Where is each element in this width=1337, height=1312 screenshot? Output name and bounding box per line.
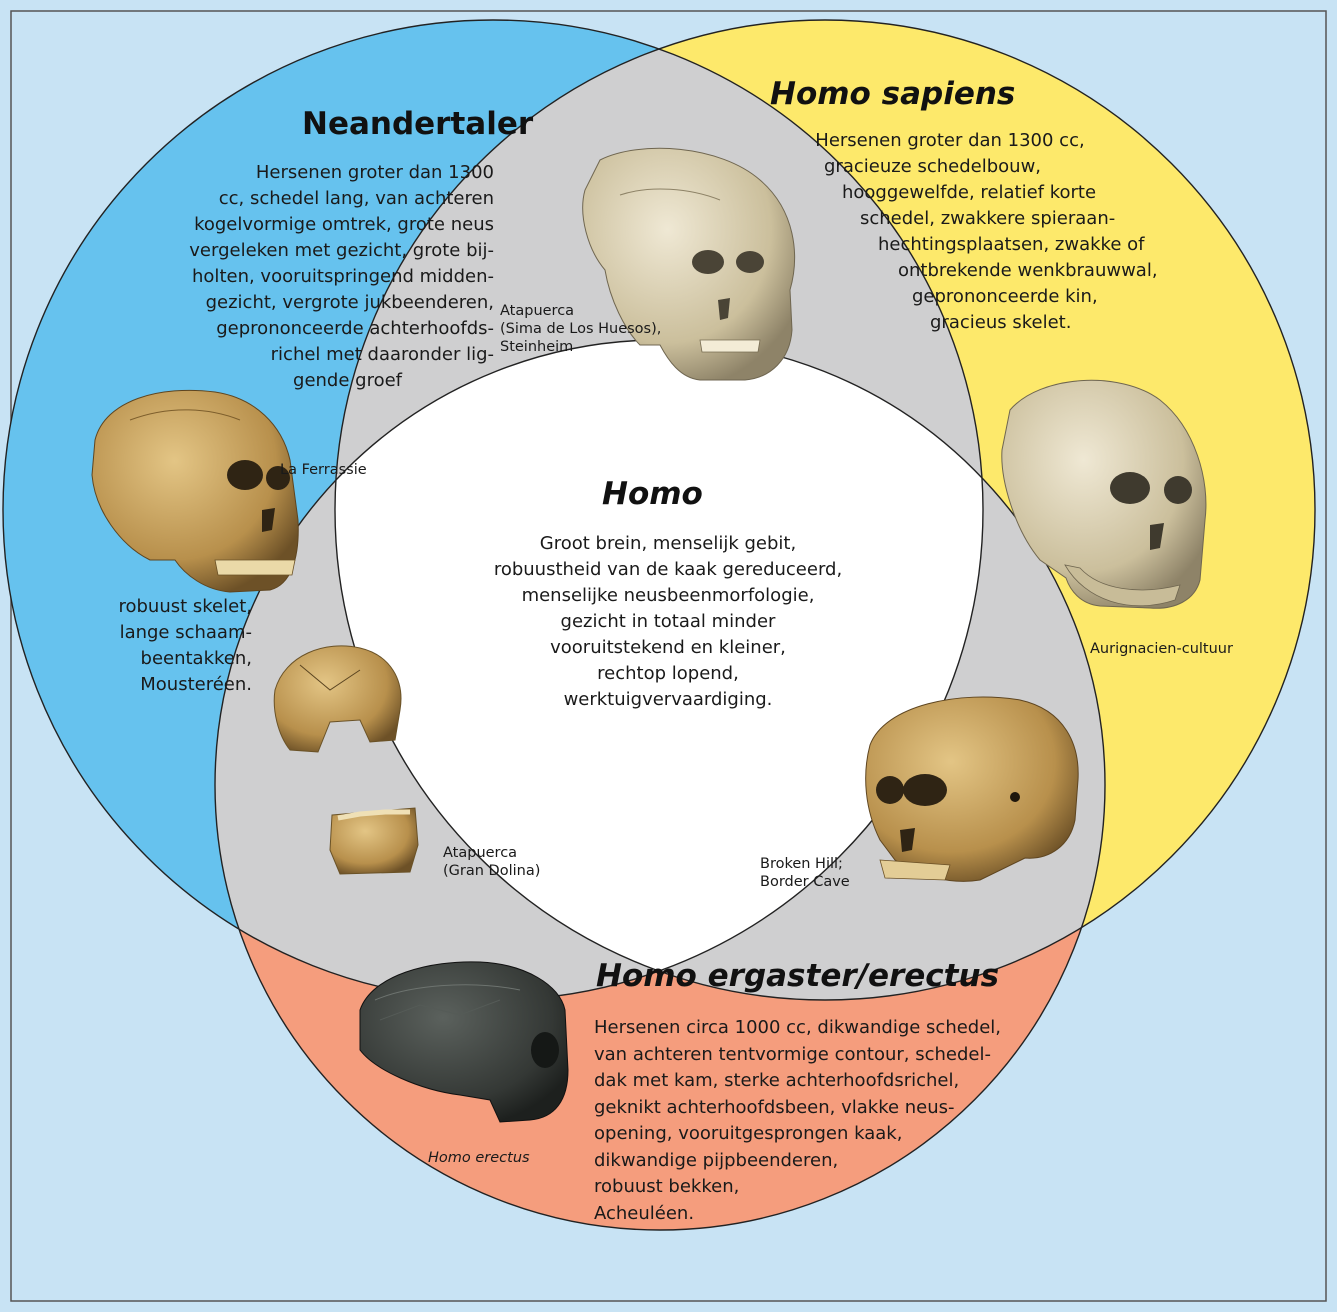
sapiens-title: Homo sapiens [770,76,1015,112]
homo-description: Groot brein, menselijk gebit, robuusthei… [468,531,868,713]
homo-line: vooruitstekend en kleiner, [468,635,868,661]
neandertaler-line: beentakken, [60,646,252,672]
sapiens-line: gracieus skelet. [780,310,1120,336]
neandertaler-line: robuust skelet, [60,594,252,620]
sapiens-line: hechtingsplaatsen, zwakke of [780,232,1120,258]
ergaster-line: Hersenen circa 1000 cc, dikwandige sched… [594,1015,1001,1042]
sapiens-line: schedel, zwakkere spieraan- [780,206,1120,232]
ergaster-line: dikwandige pijpbeenderen, [594,1148,1001,1175]
neandertaler-line: gezicht, vergrote jukbeenderen, [96,290,494,316]
homo-line: Groot brein, menselijk gebit, [468,531,868,557]
caption-line: (Sima de Los Huesos), [500,320,661,338]
la-ferrassie-caption: La Ferrassie [280,461,367,479]
caption-line: Border Cave [760,873,850,891]
sapiens-line: Hersenen groter dan 1300 cc, [780,128,1120,154]
neandertaler-description-2: robuust skelet, lange schaam- beentakken… [60,594,252,698]
ergaster-title: Homo ergaster/erectus [596,958,999,994]
neandertaler-line: vergeleken met gezicht, grote bij- [96,238,494,264]
ergaster-line: opening, vooruitgesprongen kaak, [594,1121,1001,1148]
sapiens-line: ontbrekende wenkbrauwwal, [780,258,1120,284]
neandertaler-description: Hersenen groter dan 1300 cc, schedel lan… [96,160,494,394]
neandertaler-line: Mousteréen. [60,672,252,698]
broken-hill-caption: Broken Hill; Border Cave [760,855,850,891]
caption-line: Broken Hill; [760,855,850,873]
homo-line: robuustheid van de kaak gereduceerd, [468,557,868,583]
ergaster-description: Hersenen circa 1000 cc, dikwandige sched… [594,1015,1001,1227]
jaw-fragment-icon [330,808,418,874]
ergaster-line: geknikt achterhoofdsbeen, vlakke neus- [594,1095,1001,1122]
ergaster-line: robuust bekken, [594,1174,1001,1201]
ergaster-line: Acheuléen. [594,1201,1001,1228]
sapiens-line: gracieuze schedelbouw, [780,154,1120,180]
neandertaler-line: kogelvormige omtrek, grote neus [96,212,494,238]
sapiens-description: Hersenen groter dan 1300 cc, gracieuze s… [780,128,1120,336]
aurignacien-caption: Aurignacien-cultuur [1090,640,1233,658]
ergaster-line: dak met kam, sterke achterhoofdsrichel, [594,1068,1001,1095]
caption-line: Atapuerca [500,302,661,320]
neandertaler-line: geprononceerde achterhoofds- [96,316,494,342]
homo-line: menselijke neusbeenmorfologie, [468,583,868,609]
neandertaler-line: lange schaam- [60,620,252,646]
homo-line: gezicht in totaal minder [468,609,868,635]
homo-title: Homo [602,476,703,512]
broken-hill-skull-icon [866,697,1078,881]
neandertaler-line: holten, vooruitspringend midden- [96,264,494,290]
neandertaler-line: gende groef [96,368,494,394]
neandertaler-line: cc, schedel lang, van achteren [96,186,494,212]
neandertaler-title: Neandertaler [302,106,533,142]
neandertaler-line: richel met daaronder lig- [96,342,494,368]
caption-line: Steinheim [500,338,661,356]
caption-line: (Gran Dolina) [443,862,540,880]
caption-line: Atapuerca [443,844,540,862]
ergaster-line: van achteren tentvormige contour, schede… [594,1042,1001,1069]
homo-line: werktuigvervaardiging. [468,687,868,713]
atapuerca-gran-dolina-caption: Atapuerca (Gran Dolina) [443,844,540,880]
atapuerca-sima-caption: Atapuerca (Sima de Los Huesos), Steinhei… [500,302,661,356]
sapiens-line: geprononceerde kin, [780,284,1120,310]
homo-line: rechtop lopend, [468,661,868,687]
neandertaler-line: Hersenen groter dan 1300 [96,160,494,186]
sapiens-line: hooggewelfde, relatief korte [780,180,1120,206]
homo-erectus-caption: Homo erectus [428,1149,530,1167]
